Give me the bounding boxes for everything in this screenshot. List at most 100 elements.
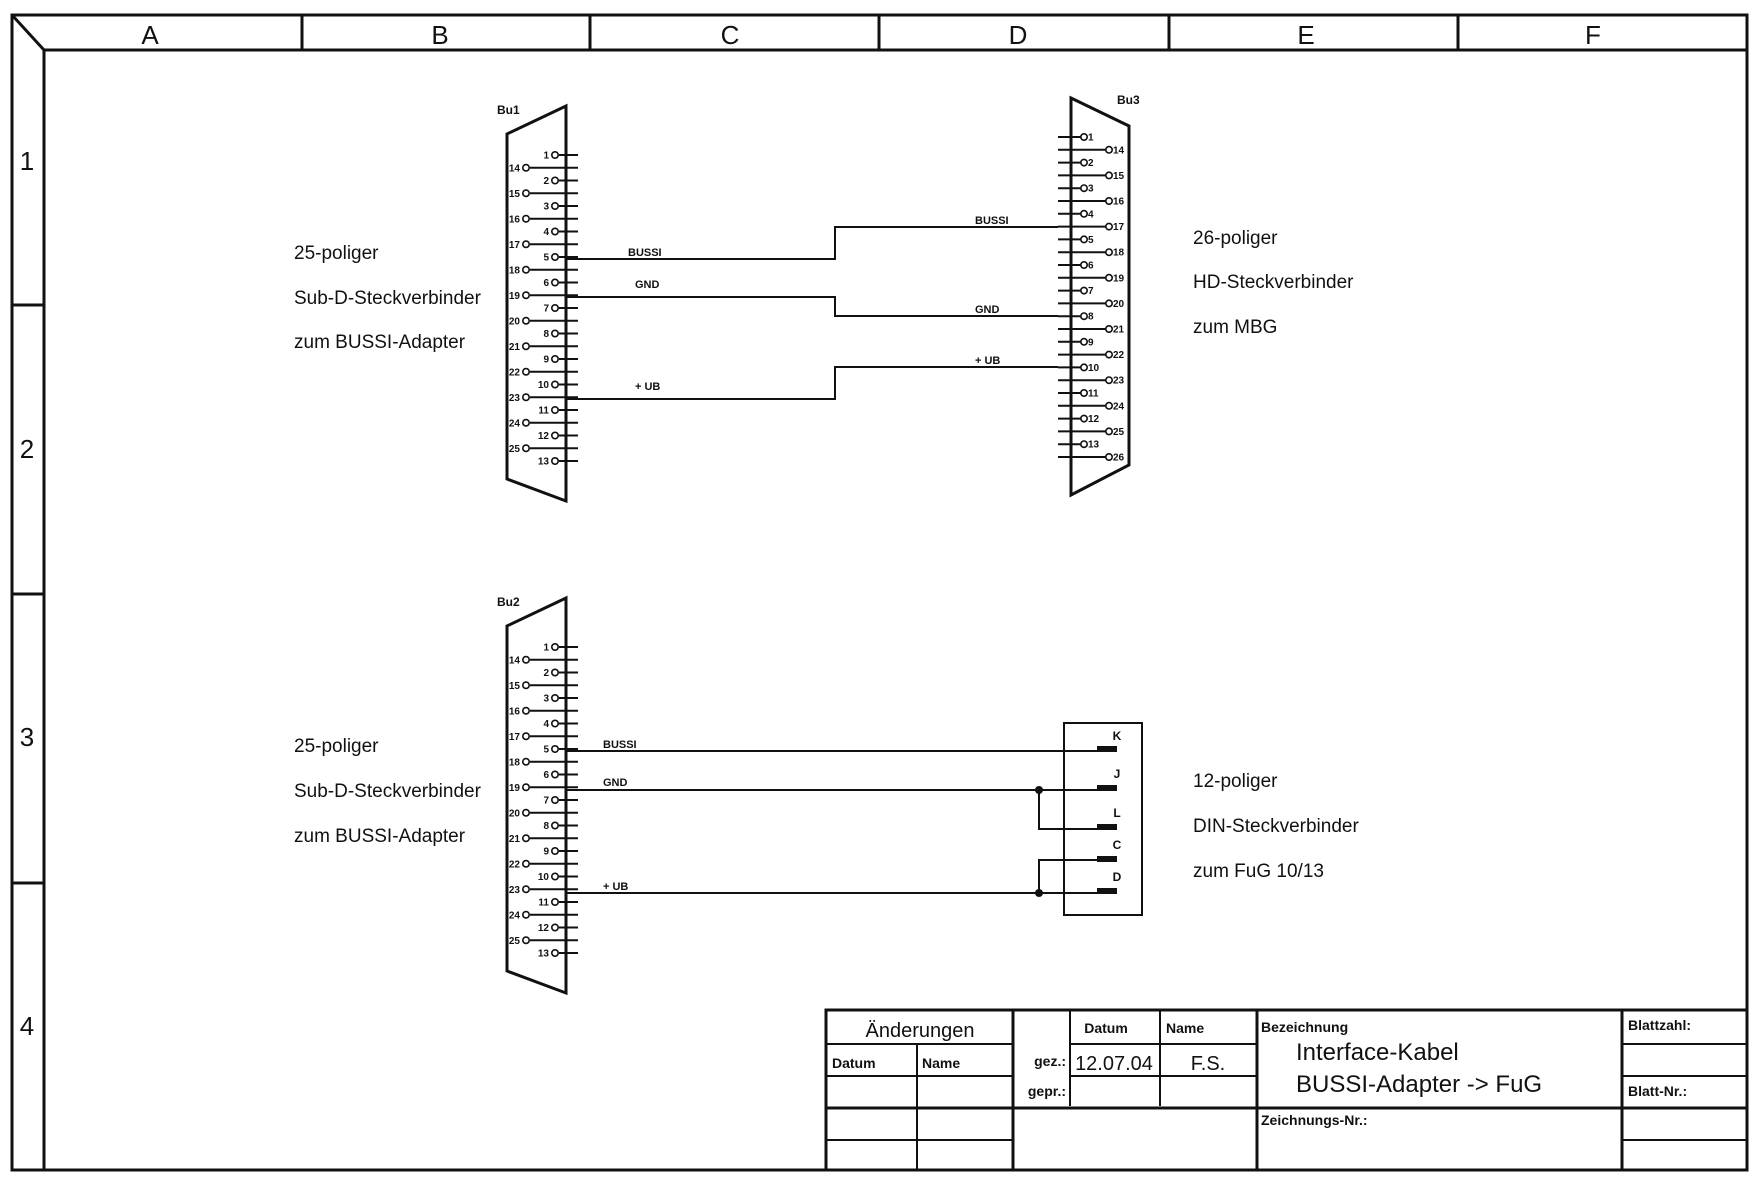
pin-contact [550,176,559,185]
connector-din: K J L C D [1063,722,1143,916]
name-header: Name [1166,1020,1204,1036]
pin-contact [550,354,559,363]
pin-contact [521,834,530,843]
pin-contact [1080,337,1089,346]
changes-header: Änderungen [866,1020,975,1042]
pin-number: 3 [1088,184,1094,195]
pin-contact [521,444,530,453]
pin-contact [1105,376,1114,385]
bu3-desc-line-1: 26-poliger [1193,228,1278,249]
pin-number: 6 [543,278,549,289]
pin-number: 15 [509,189,521,200]
din-pin-j [1097,785,1117,791]
pin-contact [1080,363,1089,372]
pin-contact [1105,197,1114,206]
pin-number: 8 [543,329,549,340]
row-label-3: 3 [20,722,34,752]
wire-label-ub-left: + UB [635,381,660,393]
pin-contact [550,693,559,702]
pin-contact [1105,452,1114,461]
pin-number: 24 [509,418,521,429]
pin-contact [1105,299,1114,308]
pin-contact [1080,133,1089,142]
pin-number: 6 [543,770,549,781]
pin-number: 13 [538,949,550,960]
wire-label-ub-bottom: + UB [603,881,628,893]
pin-number: 25 [509,444,521,455]
pin-contact [521,189,530,198]
pin-contact [1080,260,1089,269]
bu2-description: 25-poliger Sub-D-Steckverbinder zum BUSS… [294,736,482,847]
pin-contact [1080,388,1089,397]
wires-bottom: BUSSI GND + UB [566,739,1097,897]
connector-bu3: Bu31142153164175186197208219221023112412… [1058,93,1140,498]
pin-contact [550,795,559,804]
pin-contact [550,872,559,881]
bu1-desc-line-3: zum BUSSI-Adapter [294,332,466,353]
pin-number: 17 [509,732,521,743]
pin-contact [521,757,530,766]
designation-label: Bezeichnung [1261,1019,1348,1035]
pin-contact [521,936,530,945]
din-pin-label-c: C [1113,838,1122,852]
pin-contact [550,405,559,414]
wire-ub-bridge-c [1038,859,1097,893]
pin-contact [550,744,559,753]
pin-number: 1 [543,151,549,162]
bu2-desc-line-1: 25-poliger [294,736,379,757]
pin-number: 18 [509,265,521,276]
sheet-number-label: Blatt-Nr.: [1628,1083,1687,1099]
pin-contact [550,897,559,906]
drawn-label: gez.: [1034,1053,1066,1069]
pin-contact [521,418,530,427]
pin-contact [550,329,559,338]
pin-number: 19 [509,291,521,302]
wire-label-bussi-right: BUSSI [975,215,1009,227]
pin-number: 8 [1088,312,1094,323]
pin-number: 11 [538,898,549,909]
wire-gnd-top [566,296,1058,317]
pin-number: 3 [543,202,549,213]
pin-contact [550,227,559,236]
connector-shell [505,103,568,504]
designation-line-1: Interface-Kabel [1296,1039,1459,1066]
din-pin-label-d: D [1113,870,1122,884]
connector-shell [1069,95,1131,498]
pin-contact [1080,184,1089,193]
pin-contact [1105,248,1114,257]
pin-number: 13 [538,457,550,468]
pin-number: 22 [509,367,521,378]
pin-number: 12 [538,923,550,934]
din-pin-c [1097,856,1117,862]
pin-contact [550,668,559,677]
wire-label-gnd-bottom: GND [603,777,628,789]
column-label-c: C [721,20,740,50]
pin-contact [550,770,559,779]
bu2-desc-line-3: zum BUSSI-Adapter [294,826,466,847]
pin-contact [550,278,559,287]
wire-bussi-top [566,226,1058,260]
pin-contact [521,367,530,376]
bu3-desc-line-2: HD-Steckverbinder [1193,272,1354,293]
drawing-number-label: Zeichnungs-Nr.: [1261,1112,1368,1128]
pin-number: 20 [1113,299,1125,310]
bu2-desc-line-2: Sub-D-Steckverbinder [294,781,482,802]
connector-shell [505,595,568,996]
pin-contact [1080,286,1089,295]
pin-number: 3 [543,694,549,705]
pin-contact [521,655,530,664]
row-grid [12,303,44,885]
pin-number: 9 [543,847,549,858]
pin-number: 22 [1113,350,1125,361]
din-desc-line-1: 12-poliger [1193,771,1278,792]
pin-number: 4 [543,227,549,238]
changes-name-header: Name [922,1055,960,1071]
pin-number: 2 [543,668,549,679]
pin-number: 24 [1113,401,1125,412]
pin-number: 21 [509,342,521,353]
pin-number: 14 [509,655,521,666]
wire-label-ub-right: + UB [975,355,1000,367]
pin-contact [521,214,530,223]
pin-number: 11 [1088,389,1099,400]
date-header: Datum [1084,1020,1128,1036]
